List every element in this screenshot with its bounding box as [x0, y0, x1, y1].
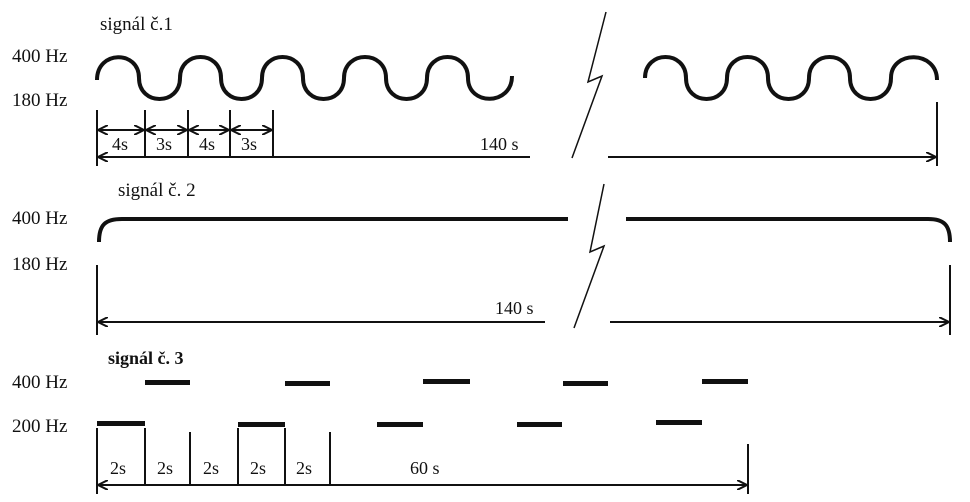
- pulse-low: [656, 420, 702, 425]
- signal-2-freq-low: 180 Hz: [12, 254, 67, 275]
- signal-3-pulses: [97, 379, 748, 427]
- signal-2-tone-left: [97, 217, 568, 243]
- signal-2-dimension-lines: [96, 265, 951, 335]
- signal-1-freq-low: 180 Hz: [12, 90, 67, 111]
- signal-2-total: 140 s: [495, 298, 534, 318]
- signal-1-total: 140 s: [480, 134, 519, 154]
- signal-1-interval-1: 4s: [112, 134, 128, 154]
- signal-3-interval-1: 2s: [110, 458, 126, 478]
- signal-3-interval-3: 2s: [203, 458, 219, 478]
- signal-3: signál č. 3 400 Hz 200 Hz 2s 2s 2s: [12, 348, 749, 494]
- signal-3-title: signál č. 3: [108, 348, 184, 368]
- pulse-high: [285, 381, 330, 386]
- pulse-low: [517, 422, 562, 427]
- signal-1-wave-left: [95, 55, 514, 101]
- pulse-low: [377, 422, 423, 427]
- signal-2-tone-right: [626, 217, 952, 243]
- pulse-low: [238, 422, 285, 427]
- signal-3-interval-5: 2s: [296, 458, 312, 478]
- pulse-high: [145, 380, 190, 385]
- signal-1-freq-high: 400 Hz: [12, 46, 67, 67]
- signal-3-total: 60 s: [410, 458, 440, 478]
- signal-1-interval-4: 3s: [241, 134, 257, 154]
- signal-1: signál č.1 400 Hz 180 Hz 4s 3s 4s 3s 140…: [12, 11, 939, 166]
- signal-3-freq-high: 400 Hz: [12, 372, 67, 393]
- signal-1-interval-3: 4s: [199, 134, 215, 154]
- signal-1-interval-2: 3s: [156, 134, 172, 154]
- signal-2-title: signál č. 2: [118, 180, 196, 201]
- signal-3-interval-4: 2s: [250, 458, 266, 478]
- signal-3-freq-low: 200 Hz: [12, 416, 67, 437]
- pulse-low: [97, 421, 145, 426]
- signal-2-freq-high: 400 Hz: [12, 208, 67, 229]
- signal-3-dimension-lines: [96, 428, 749, 494]
- signal-1-title: signál č.1: [100, 14, 173, 35]
- break-zigzag-1: [571, 11, 607, 159]
- pulse-high: [702, 379, 748, 384]
- pulse-high: [423, 379, 470, 384]
- signal-3-interval-2: 2s: [157, 458, 173, 478]
- signal-2: signál č. 2 400 Hz 180 Hz 140 s: [12, 180, 952, 335]
- signal-1-wave-right: [643, 55, 939, 101]
- signal-1-dimension-lines: [96, 102, 938, 166]
- pulse-high: [563, 381, 608, 386]
- break-zigzag-2: [573, 183, 606, 329]
